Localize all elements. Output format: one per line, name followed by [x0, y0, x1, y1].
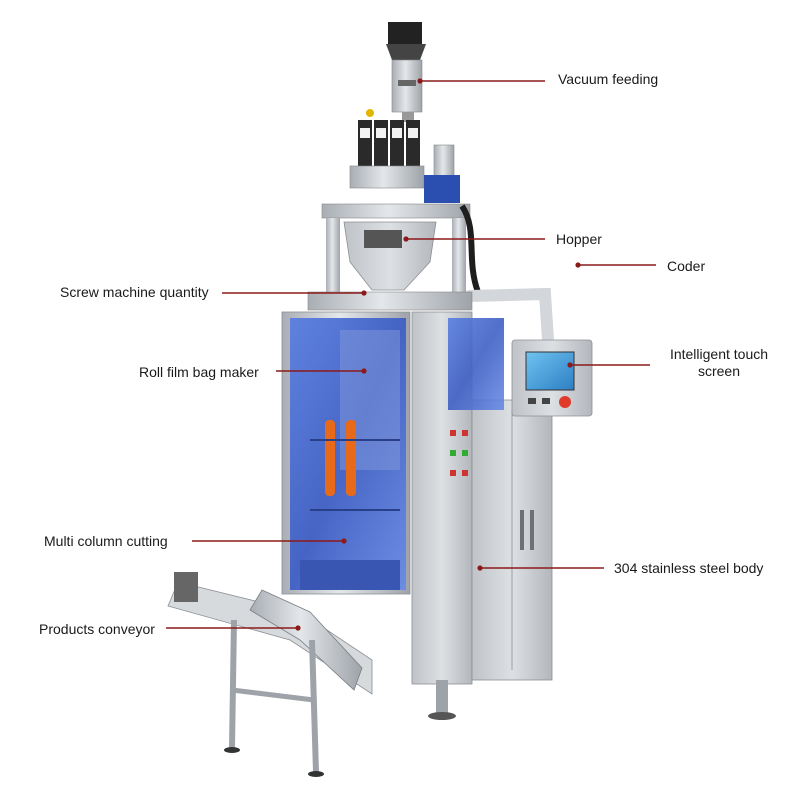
leader-dot-intelligent-touch-screen [567, 362, 573, 368]
glass-cabinet [281, 311, 411, 595]
label-screw-machine-quantity: Screw machine quantity [60, 284, 209, 300]
feed-hose [459, 204, 481, 294]
top-plate [307, 291, 473, 311]
label-roll-film-bag-maker: Roll film bag maker [139, 364, 259, 380]
label-vacuum-feeding: Vacuum feeding [558, 71, 659, 87]
leader-dot-multi-column-cutting [341, 538, 347, 544]
coder-arm [464, 287, 554, 346]
leader-dot-vacuum-feeding [417, 78, 423, 84]
leader-dot-coder [575, 262, 581, 268]
leader-lines [166, 78, 656, 631]
label-multi-column-cutting: Multi column cutting [44, 533, 168, 549]
leader-dot-hopper [403, 236, 409, 242]
products-conveyor [167, 572, 373, 777]
label-stainless-steel-body: 304 stainless steel body [614, 560, 764, 576]
leader-dot-screw-machine-quantity [361, 290, 367, 296]
label-intelligent-touch-screen: Intelligent touch screen [660, 346, 778, 380]
label-products-conveyor: Products conveyor [39, 621, 155, 637]
touch-screen [511, 339, 593, 417]
label-coder: Coder [667, 258, 706, 274]
leader-dot-stainless-steel-body [477, 565, 483, 571]
leader-dot-products-conveyor [295, 625, 301, 631]
vacuum-feeder [366, 22, 426, 122]
label-hopper: Hopper [556, 231, 602, 247]
steel-body [411, 311, 553, 720]
leader-dot-roll-film-bag-maker [361, 368, 367, 374]
hopper [321, 203, 471, 292]
label-intelligent-touch-screen-line2: screen [697, 363, 741, 379]
label-intelligent-touch-screen-line1: Intelligent touch [669, 346, 769, 362]
screw-dosers [349, 120, 460, 203]
